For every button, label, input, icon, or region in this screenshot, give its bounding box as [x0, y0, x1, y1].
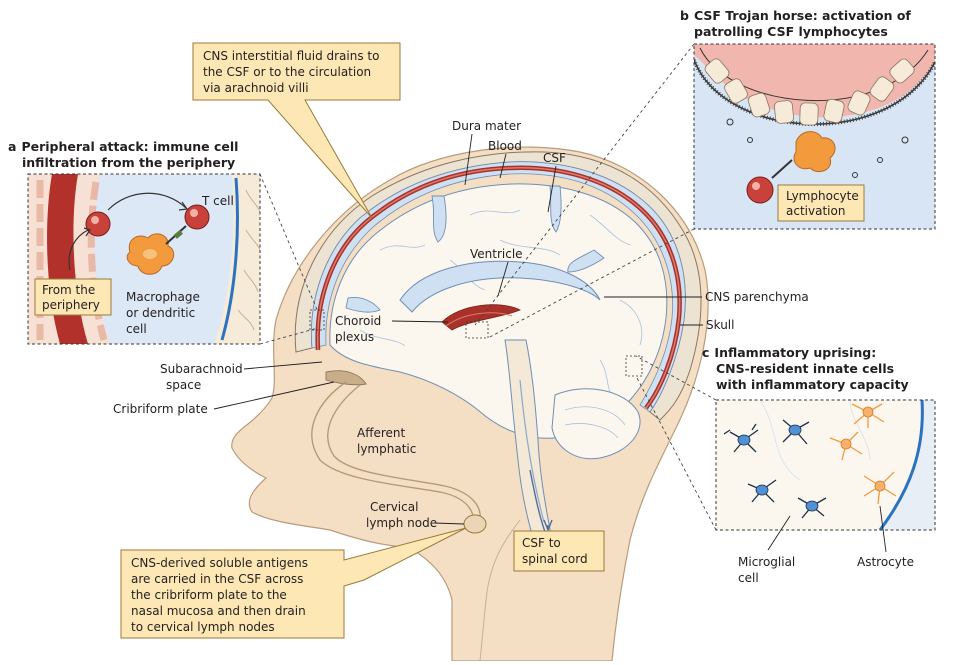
panel-b-activation-2: activation	[786, 204, 845, 218]
label-subarachnoid-1: Subarachnoid	[160, 362, 243, 376]
label-cervical-2: lymph node	[366, 516, 437, 530]
panel-a-macrophage-3: cell	[126, 322, 147, 336]
callout-csf-spinal: CSF to spinal cord	[514, 531, 604, 571]
panel-c: c Inflammatory uprising: CNS-resident inn…	[702, 345, 935, 585]
label-cervical-1: Cervical	[370, 500, 418, 514]
label-cns-parenchyma: CNS parenchyma	[705, 290, 809, 304]
panel-b-activation-1: Lymphocyte	[786, 189, 859, 203]
panel-a: a Peripheral attack: immune cell infiltra…	[8, 139, 260, 344]
callout-bottom-line-5: to cervical lymph nodes	[131, 620, 275, 634]
panel-a-periphery-1: From the	[42, 283, 95, 297]
label-blood: Blood	[488, 139, 522, 153]
label-choroid-2: plexus	[335, 330, 374, 344]
callout-top-line-2: the CSF or to the circulation	[203, 65, 371, 79]
label-csf: CSF	[543, 151, 566, 165]
callout-bottom-line-3: the cribriform plate to the	[131, 588, 287, 602]
panel-a-periphery-2: periphery	[42, 298, 100, 312]
callout-top-line-1: CNS interstitial fluid drains to	[203, 49, 379, 63]
label-choroid-1: Choroid	[335, 314, 381, 328]
panel-b-title-line-1: b CSF Trojan horse: activation of	[680, 8, 911, 23]
panel-a-macrophage-1: Macrophage	[126, 290, 200, 304]
panel-a-t-cell-label: T cell	[201, 194, 234, 208]
panel-b: b CSF Trojan horse: activation of patroll…	[680, 8, 935, 229]
panel-c-microglial-1: Microglial	[738, 555, 795, 569]
panel-b-title-line-2: patrolling CSF lymphocytes	[694, 24, 888, 39]
callout-soluble-antigens: CNS-derived soluble antigens are carried…	[121, 528, 466, 638]
panel-c-letter: c	[702, 345, 709, 360]
callout-bottom-line-4: nasal mucosa and then drain	[131, 604, 306, 618]
panel-a-title-line-1: a Peripheral attack: immune cell	[8, 139, 238, 154]
callout-spinal-1: CSF to	[522, 536, 561, 550]
callout-spinal-2: spinal cord	[522, 552, 588, 566]
panel-a-title-line-2: infiltration from the periphery	[22, 155, 235, 170]
cervical-lymph-node	[464, 515, 486, 533]
panel-b-title-1: CSF Trojan horse: activation of	[694, 8, 911, 23]
callout-top-line-3: via arachnoid villi	[203, 81, 309, 95]
panel-a-macrophage-2: or dendritic	[126, 306, 195, 320]
label-afferent-1: Afferent	[357, 426, 406, 440]
label-skull: Skull	[706, 318, 734, 332]
label-afferent-2: lymphatic	[357, 442, 416, 456]
panel-c-title-line-3: with inflammatory capacity	[716, 377, 909, 392]
callout-bottom-line-2: are carried in the CSF across	[131, 572, 303, 586]
panel-a-letter: a	[8, 139, 16, 154]
label-cribriform-plate: Cribriform plate	[113, 402, 208, 416]
panel-c-title-line-1: c Inflammatory uprising:	[702, 345, 876, 360]
label-ventricle: Ventricle	[470, 247, 523, 261]
panel-b-letter: b	[680, 8, 689, 23]
label-dura-mater: Dura mater	[452, 119, 521, 133]
label-subarachnoid-2: space	[166, 378, 201, 392]
panel-a-title-1: Peripheral attack: immune cell	[21, 139, 238, 154]
panel-c-title-1: Inflammatory uprising:	[714, 345, 876, 360]
panel-c-astrocyte: Astrocyte	[857, 555, 914, 569]
callout-bottom-line-1: CNS-derived soluble antigens	[131, 556, 308, 570]
panel-c-microglial-2: cell	[738, 571, 759, 585]
panel-c-title-line-2: CNS-resident innate cells	[716, 361, 894, 376]
